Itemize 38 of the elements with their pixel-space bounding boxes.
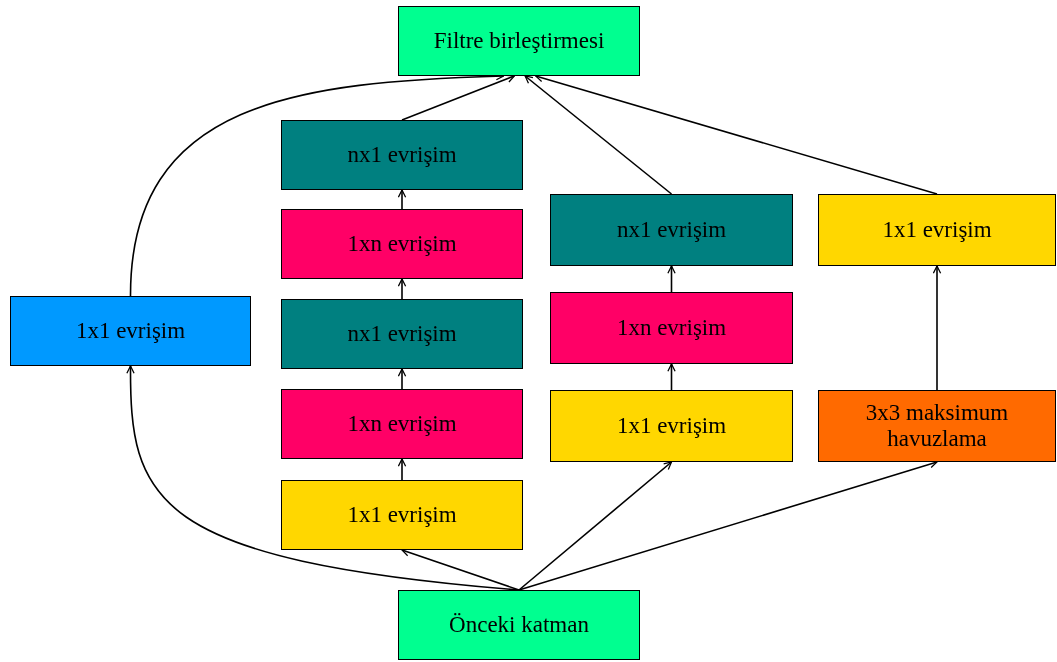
conv-box — [550, 390, 793, 462]
conv-box — [10, 296, 251, 366]
conv-box — [281, 299, 523, 369]
arrow — [932, 265, 942, 391]
arrow — [397, 368, 407, 390]
node-label: 1xn evrişim — [347, 231, 457, 257]
node-label: 1x1 evrişim — [75, 318, 186, 344]
node-label: Filtre birleştirmesi — [433, 28, 605, 54]
conv-box — [550, 194, 793, 266]
conv-box — [550, 292, 793, 364]
input-box — [398, 590, 640, 660]
node-label: nx1 evrişim — [347, 142, 457, 168]
conv-box — [818, 194, 1056, 266]
arrow — [397, 278, 407, 300]
conv-box — [281, 120, 523, 190]
node-label: 3x3 maksimum havuzlama — [864, 400, 1010, 452]
arrow — [397, 458, 407, 481]
output-box — [398, 6, 640, 76]
node-label: 1xn evrişim — [347, 411, 457, 437]
arrow — [401, 548, 520, 591]
arrow — [667, 265, 676, 293]
arrow — [518, 460, 938, 591]
node-label: 1x1 evrişim — [882, 217, 992, 243]
arrow — [518, 461, 673, 591]
node-label: 1x1 evrişim — [616, 413, 727, 439]
arrow — [667, 363, 676, 391]
node-label: nx1 evrişim — [347, 321, 457, 347]
arrow — [524, 75, 673, 195]
arrow — [397, 189, 407, 210]
arrow — [401, 74, 516, 121]
node-label: Önceki katman — [449, 612, 589, 638]
pooling-box — [818, 390, 1056, 462]
conv-box — [281, 389, 523, 459]
node-label: 1x1 evrişim — [347, 502, 457, 528]
conv-box — [281, 480, 523, 550]
node-label: 1xn evrişim — [616, 315, 727, 341]
conv-box — [281, 209, 523, 279]
node-label: nx1 evrişim — [616, 217, 727, 243]
